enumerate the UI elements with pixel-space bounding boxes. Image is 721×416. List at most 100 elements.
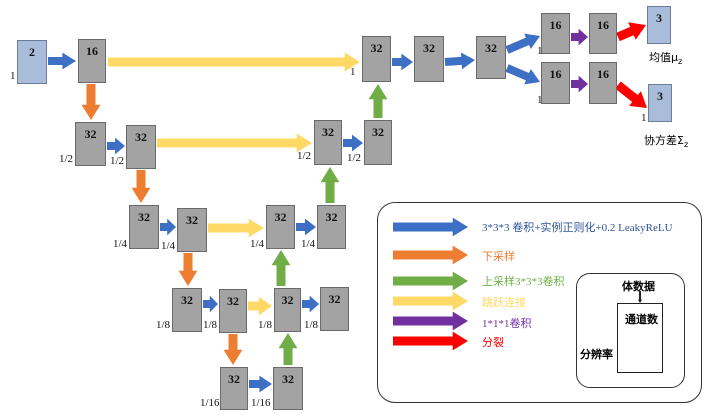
scale-label: 1/8 [304, 319, 319, 331]
conv-arrow [249, 375, 272, 393]
conv-arrow [302, 295, 319, 313]
legend-text-split: 分裂 [482, 337, 504, 349]
encoder-block-1-4-b: 32 [177, 208, 207, 252]
cov-branch-block-16-a: 16 [541, 62, 570, 104]
legend-arrow [393, 245, 468, 265]
mean-output-block: 3 [647, 6, 671, 44]
split-arrow [616, 22, 646, 42]
decoder-block-1-8-a: 32 [274, 288, 301, 332]
volume-channels-label: 通道数 [625, 314, 658, 326]
cov-label-text: 协方差Σ [644, 134, 684, 147]
block-label: 32 [135, 130, 147, 144]
encoder-block-1-2-b: 32 [126, 125, 156, 169]
legend-text-downsample: 下采样 [482, 251, 515, 263]
conv-arrow [505, 64, 540, 85]
block-label: 32 [84, 127, 97, 141]
encoder-block-1-8-a: 32 [172, 288, 202, 332]
downsample-arrow [131, 170, 151, 203]
block-label: 3 [656, 11, 662, 25]
downsample-arrow [178, 253, 198, 286]
legend-text-skip: 跳跃连接 [482, 297, 526, 309]
legend-box [377, 202, 702, 403]
legend-text-upsample: 上采样3*3*3卷积 [482, 276, 565, 288]
legend-text-conv: 3*3*3 卷积+实例正则化+0.2 LeakyReLU [482, 222, 673, 234]
decoder-block-1-a: 32 [362, 36, 391, 82]
block-label: 32 [325, 210, 338, 224]
conv-arrow [444, 52, 475, 70]
block-label: 32 [370, 41, 383, 55]
scale-label: 1 [537, 94, 543, 106]
scale-label: 1 [537, 45, 543, 57]
encoder-block-1-2-a: 32 [75, 122, 106, 166]
volume-legend-arrow [637, 291, 643, 303]
encoder-block-1-4-a: 32 [129, 205, 159, 249]
block-label: 3 [657, 89, 663, 103]
encoder-block-16: 16 [78, 39, 106, 83]
block-label: 32 [227, 294, 239, 308]
scale-label: 1/4 [113, 238, 128, 250]
scale-label: 1/2 [110, 155, 125, 167]
block-label: 32 [274, 210, 287, 224]
scale-label: 1 [641, 112, 647, 124]
cov-label-subscript: z [683, 140, 689, 150]
block-label: 32 [228, 372, 240, 386]
decoder-block-1-4-b: 32 [317, 205, 346, 249]
input-volume-block: 2 [17, 40, 47, 84]
scale-label: 1/2 [347, 152, 362, 164]
block-label: 16 [549, 67, 562, 81]
decoder-block-1-2-a: 32 [314, 120, 342, 165]
legend-arrow [393, 331, 468, 351]
encoder-block-1-8-b: 32 [219, 289, 247, 333]
block-label: 32 [186, 213, 198, 227]
block-label: 2 [29, 45, 35, 59]
skip-connection-arrow [157, 133, 312, 153]
split-arrow [615, 81, 647, 108]
legend-arrow [393, 291, 468, 311]
cov-branch-block-16-b: 16 [589, 62, 617, 104]
decoder-block-1-c: 32 [476, 36, 506, 79]
volume-legend-box [576, 273, 685, 388]
mean-output-label: 均值μz [649, 49, 682, 66]
block-label: 32 [372, 125, 384, 139]
skip-connection-arrow [248, 296, 272, 316]
scale-label: 1/4 [250, 238, 265, 250]
bottleneck-block-1-16: 32 [220, 367, 248, 410]
cov-output-label: 协方差Σz [644, 132, 688, 149]
scale-label: 1/8 [258, 319, 273, 331]
block-label: 16 [86, 44, 98, 58]
upsample-arrow [368, 84, 388, 118]
upsample-arrow [320, 167, 340, 203]
scale-label: 1 [350, 66, 356, 78]
legend-text-conv1: 1*1*1卷积 [482, 318, 532, 330]
mean-branch-block-16-a: 16 [541, 13, 570, 54]
volume-rect [617, 303, 663, 373]
decoder-block-1-16: 32 [273, 367, 303, 410]
legend-arrow [393, 311, 468, 331]
legend-arrow [393, 217, 468, 237]
decoder-block-1-2-b: 32 [364, 120, 392, 165]
block-label: 32 [322, 125, 334, 139]
decoder-block-1-8-b: 32 [320, 287, 349, 331]
conv1x1-arrow [571, 28, 588, 46]
block-label: 32 [138, 210, 150, 224]
conv-arrow [505, 33, 540, 54]
mean-branch-block-16-b: 16 [589, 13, 617, 54]
block-label: 32 [328, 292, 341, 306]
scale-label: 1/16 [200, 397, 220, 409]
block-label: 32 [485, 41, 497, 55]
cov-output-block: 3 [648, 84, 672, 122]
block-label: 32 [181, 293, 193, 307]
volume-title: 体数据 [622, 281, 655, 293]
upsample-arrow [278, 333, 298, 365]
block-label: 32 [281, 293, 294, 307]
conv-arrow [160, 218, 176, 236]
block-label: 16 [597, 67, 609, 81]
scale-label: 1/8 [203, 319, 218, 331]
block-label: 32 [423, 41, 435, 55]
upsample-arrow [271, 250, 291, 286]
skip-connection-arrow [108, 52, 360, 72]
block-label: 16 [549, 18, 562, 32]
conv-arrow [296, 218, 316, 236]
scale-label: 1/4 [301, 238, 316, 250]
